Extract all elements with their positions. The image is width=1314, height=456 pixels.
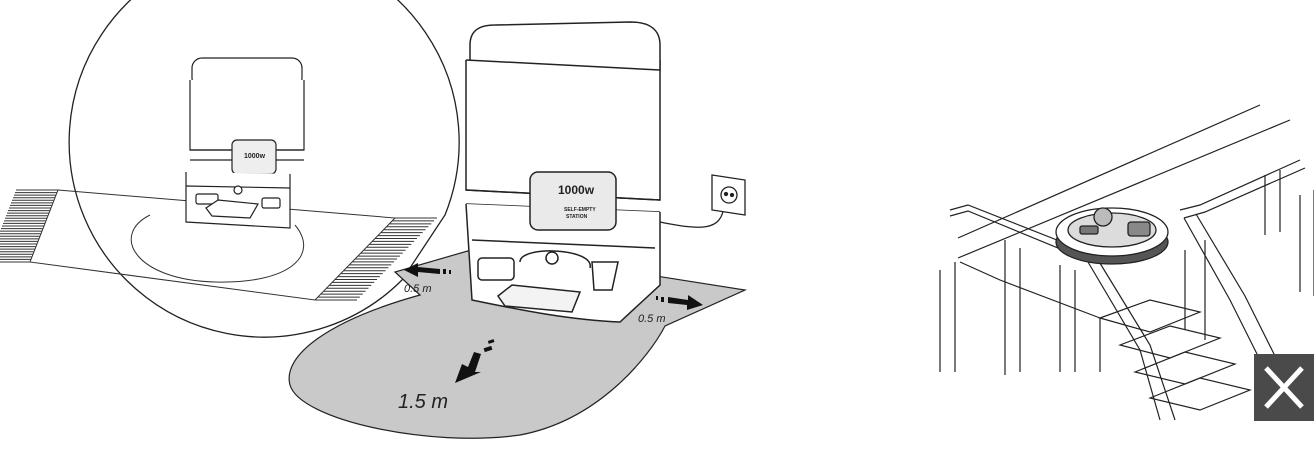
left-clearance-label: 0.5 m <box>404 283 432 295</box>
station-panel-line2: STATION <box>566 214 588 220</box>
self-empty-station <box>466 22 660 322</box>
station-display-panel <box>530 172 616 230</box>
cross-icon <box>1254 354 1314 421</box>
inset-power-label: 1000w <box>244 153 266 160</box>
right-clearance-label: 0.5 m <box>638 313 666 325</box>
station-power-label: 1000w <box>558 183 595 197</box>
inset-station <box>186 58 304 228</box>
power-socket-icon <box>712 175 745 215</box>
station-panel-line1: SELF-EMPTY <box>564 207 596 213</box>
front-clearance-label: 1.5 m <box>398 391 448 413</box>
robot-vacuum <box>1056 208 1168 264</box>
inset-magnifier: 1000w <box>0 0 459 337</box>
